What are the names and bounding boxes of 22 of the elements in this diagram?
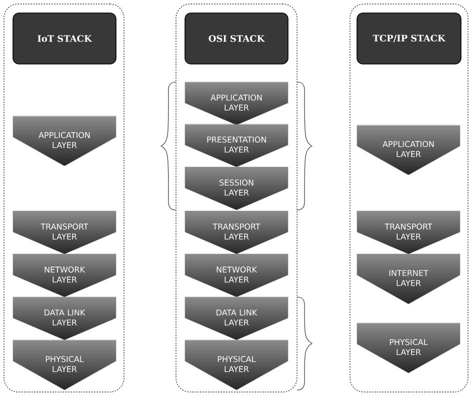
stack-frame	[350, 4, 468, 392]
layer-pentagon: PRESENTATION LAYER	[184, 124, 288, 168]
stack-frame	[4, 4, 124, 392]
layer-pentagon: NETWORK LAYER	[12, 254, 116, 298]
stack-header: TCP/IP STACK	[356, 12, 462, 64]
layer-pentagon: PHYSICAL LAYER	[184, 340, 288, 390]
layer-pentagon: PHYSICAL LAYER	[12, 340, 116, 390]
stack-frame	[176, 4, 298, 392]
layer-pentagon: APPLICATION LAYER	[184, 82, 288, 126]
layer-pentagon: DATA LINK LAYER	[12, 296, 116, 340]
layer-pentagon: APPLICATION LAYER	[12, 116, 116, 166]
layer-pentagon: NETWORK LAYER	[184, 254, 288, 298]
layer-pentagon: DATA LINK LAYER	[184, 296, 288, 340]
stack-header: IoT STACK	[12, 12, 116, 64]
layer-pentagon: APPLICATION LAYER	[356, 124, 460, 176]
stack-header: OSI STACK	[184, 12, 288, 64]
layer-pentagon: TRANSPORT LAYER	[12, 210, 116, 254]
layer-pentagon: TRANSPORT LAYER	[184, 210, 288, 254]
layer-pentagon: TRANSPORT LAYER	[356, 210, 460, 254]
layer-pentagon: PHYSICAL LAYER	[356, 322, 460, 374]
layer-pentagon: INTERNET LAYER	[356, 254, 460, 304]
layer-pentagon: SESSION LAYER	[184, 166, 288, 210]
